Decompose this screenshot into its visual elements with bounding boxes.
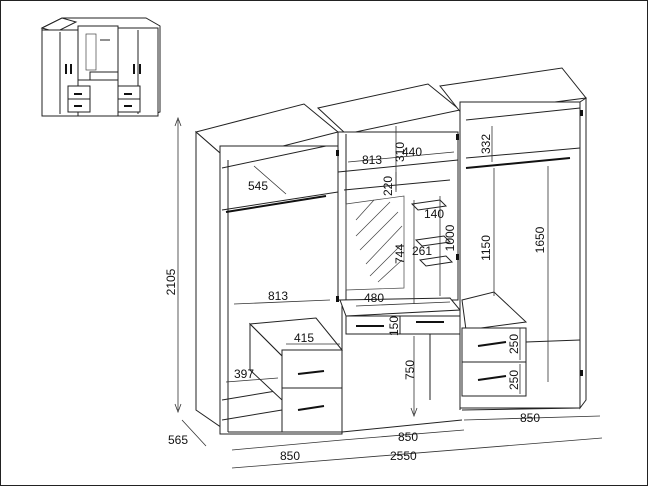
dim-drawer-unit-width: 415 <box>294 331 314 345</box>
dim-lower-shelf-width: 397 <box>234 367 254 381</box>
dim-mid-top-width: 440 <box>402 145 422 159</box>
dim-mid-height-1000: 1000 <box>443 224 457 251</box>
dim-desk-drawer-height: 150 <box>387 316 401 336</box>
wardrobe-main <box>194 67 587 435</box>
dimension-labels: 2105 565 850 850 850 2550 545 813 415 39… <box>164 134 547 463</box>
dim-mirror-shelf-width: 140 <box>424 207 444 221</box>
dim-right-drawer-2: 250 <box>507 370 521 390</box>
thumbnail-preview <box>40 17 161 117</box>
dim-left-rail-depth: 545 <box>248 179 268 193</box>
dim-total-height: 2105 <box>164 268 178 295</box>
dim-right-width: 850 <box>520 411 540 425</box>
dim-depth: 565 <box>168 433 188 447</box>
dim-mid-upper-span: 813 <box>362 153 382 167</box>
dim-total-width: 2550 <box>390 449 417 463</box>
dim-desk-width: 480 <box>364 291 384 305</box>
dim-right-hang-height-2: 1650 <box>533 226 547 253</box>
dim-mirror-height: 744 <box>393 244 407 264</box>
dim-right-hang-height: 1150 <box>479 235 493 261</box>
dim-desk-height: 750 <box>403 360 417 380</box>
dim-left-upper-span: 813 <box>268 289 288 303</box>
dim-left-width: 850 <box>280 449 300 463</box>
dimension-lines <box>174 116 603 469</box>
dim-mid-second-height: 220 <box>381 176 395 196</box>
dim-right-top-height: 332 <box>479 134 493 154</box>
dim-mid-top-height: 310 <box>393 142 407 162</box>
dim-right-drawer-1: 250 <box>507 334 521 354</box>
dim-middle-width: 850 <box>398 430 418 444</box>
dim-side-shelf-width: 261 <box>412 244 432 258</box>
